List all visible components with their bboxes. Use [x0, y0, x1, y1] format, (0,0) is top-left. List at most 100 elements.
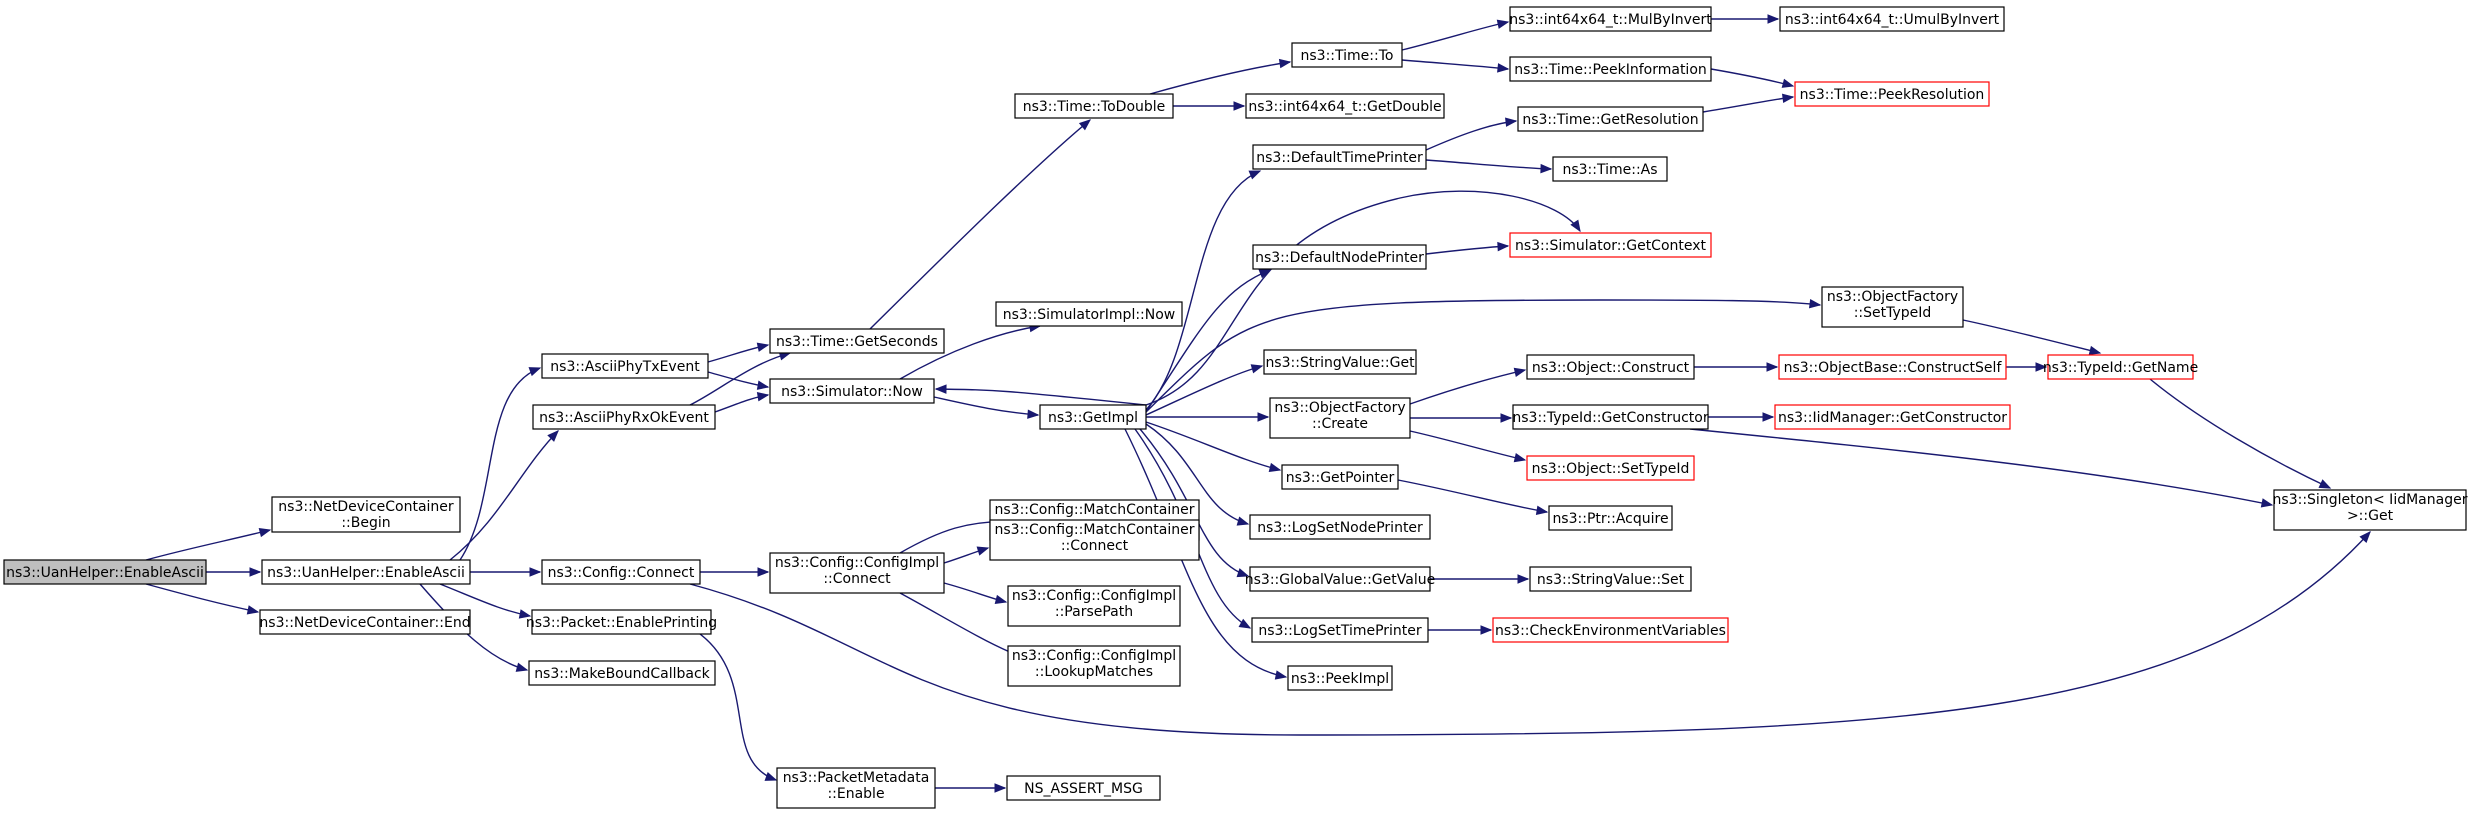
node-box	[1509, 56, 1712, 82]
node-time-peek-information[interactable]: ns3::Time::PeekInformation	[1509, 56, 1712, 82]
edge-simulator_now-to-simimpl_now	[899, 325, 1041, 380]
node-label: ns3::StringValue::Get	[1265, 355, 1415, 371]
edge-objectfactory_create-to-object_construct	[1409, 369, 1526, 405]
node-box	[1249, 514, 1431, 540]
node-globalvalue-getvalue[interactable]: ns3::GlobalValue::GetValue	[1245, 566, 1435, 592]
node-get-impl[interactable]: ns3::GetImpl	[1039, 404, 1147, 430]
node-label: ::Begin	[341, 515, 390, 531]
arrowhead-get_pointer-to-ptr_acquire	[1535, 505, 1549, 515]
node-stringvalue-get[interactable]: ns3::StringValue::Get	[1263, 349, 1417, 375]
node-label: ns3::Config::ConfigImpl	[775, 555, 939, 571]
arrowhead-globalvalue_getvalue-to-stringvalue_set	[1517, 574, 1530, 584]
node-label: ns3::StringValue::Set	[1537, 572, 1685, 588]
arrowhead-ascii_tx-to-time_get_seconds	[756, 342, 770, 352]
node-time-get-seconds[interactable]: ns3::Time::GetSeconds	[769, 328, 945, 354]
node-label: ns3::MakeBoundCallback	[534, 666, 710, 682]
arrowhead-log_set_time_printer-to-check_env_vars	[1480, 625, 1493, 635]
node-typeid-get-constructor[interactable]: ns3::TypeId::GetConstructor	[1512, 404, 1709, 430]
node-matchcontainer-connect[interactable]: ns3::Config::MatchContainer::Connect	[989, 519, 1200, 561]
node-packet-enable-printing[interactable]: ns3::Packet::EnablePrinting	[526, 609, 717, 635]
node-uan-enable-ascii[interactable]: ns3::UanHelper::EnableAscii	[261, 559, 471, 585]
node-int64-mulbyinvert[interactable]: ns3::int64x64_t::MulByInvert	[1509, 6, 1712, 32]
node-objectbase-constructself[interactable]: ns3::ObjectBase::ConstructSelf	[1778, 354, 2007, 380]
node-box	[989, 519, 1200, 561]
node-get-pointer[interactable]: ns3::GetPointer	[1281, 464, 1399, 490]
node-peek-impl[interactable]: ns3::PeekImpl	[1287, 665, 1393, 691]
node-box	[1512, 404, 1709, 430]
node-configimpl-lookupmatches[interactable]: ns3::Config::ConfigImpl::LookupMatches	[1007, 645, 1181, 687]
edge-get_impl-to-simulator_now	[1145, 190, 1581, 406]
node-label: ns3::Config::Connect	[548, 565, 695, 581]
node-simulator-now[interactable]: ns3::Simulator::Now	[769, 378, 935, 404]
node-box	[776, 767, 936, 809]
edge-time_to_double-to-time_to	[1149, 61, 1291, 95]
node-box	[1014, 93, 1174, 119]
node-simimpl-now[interactable]: ns3::SimulatorImpl::Now	[995, 301, 1183, 327]
node-label: ns3::Packet::EnablePrinting	[526, 615, 717, 631]
node-log-set-node-printer[interactable]: ns3::LogSetNodePrinter	[1249, 514, 1431, 540]
node-objectfactory-settypeid[interactable]: ns3::ObjectFactory::SetTypeId	[1821, 286, 1964, 328]
node-box	[1007, 645, 1181, 687]
node-label: ns3::Object::Construct	[1532, 360, 1690, 376]
node-configimpl-connect[interactable]: ns3::Config::ConfigImpl::Connect	[769, 552, 945, 594]
node-box	[1006, 775, 1161, 801]
node-box	[1269, 397, 1411, 439]
node-time-to[interactable]: ns3::Time::To	[1291, 42, 1403, 68]
node-box	[1252, 144, 1427, 170]
node-time-as[interactable]: ns3::Time::As	[1552, 156, 1668, 182]
node-box	[261, 559, 471, 585]
edge-ascii_rx-to-time_get_seconds	[689, 352, 791, 406]
node-enable-ascii-root[interactable]: ns3::UanHelper::EnableAscii	[3, 559, 207, 585]
node-ndc-end[interactable]: ns3::NetDeviceContainer::End	[259, 609, 471, 635]
node-objectfactory-create[interactable]: ns3::ObjectFactory::Create	[1269, 397, 1411, 439]
node-box	[1774, 404, 2011, 430]
node-box	[1779, 6, 2005, 32]
node-box	[531, 609, 712, 635]
node-time-peek-resolution[interactable]: ns3::Time::PeekResolution	[1794, 81, 1990, 107]
node-label: ns3::UanHelper::EnableAscii	[267, 565, 465, 581]
edge-config_connect-to-singleton_get	[689, 531, 2371, 736]
node-stringvalue-set[interactable]: ns3::StringValue::Set	[1529, 566, 1692, 592]
node-object-construct[interactable]: ns3::Object::Construct	[1526, 354, 1695, 380]
arrowhead-objectfactory_settypeid-to-typeid_getname	[2088, 345, 2102, 356]
arrowhead-objectfactory_create-to-typeid_get_constructor	[1500, 413, 1513, 423]
node-make-bound-callback[interactable]: ns3::MakeBoundCallback	[528, 660, 716, 686]
node-label: ns3::PeekImpl	[1291, 671, 1389, 687]
node-int64-umulbyinvert[interactable]: ns3::int64x64_t::UmulByInvert	[1779, 6, 2005, 32]
edge-default_time_printer-to-time_as	[1425, 159, 1552, 170]
node-ns-assert-msg[interactable]: NS_ASSERT_MSG	[1006, 775, 1161, 801]
node-config-connect[interactable]: ns3::Config::Connect	[541, 559, 701, 585]
arrowhead-enable_ascii_root-to-ndc_begin	[258, 527, 272, 538]
node-ascii-rx[interactable]: ns3::AsciiPhyRxOkEvent	[532, 404, 716, 430]
node-default-time-printer[interactable]: ns3::DefaultTimePrinter	[1252, 144, 1427, 170]
node-object-set-typeid[interactable]: ns3::Object::SetTypeId	[1526, 455, 1695, 481]
node-box	[1529, 566, 1692, 592]
node-ascii-tx[interactable]: ns3::AsciiPhyTxEvent	[541, 353, 709, 379]
arrowhead-typeid_get_constructor-to-singleton_get	[2260, 498, 2274, 508]
node-box	[1291, 42, 1403, 68]
arrowhead-default_time_printer-to-time_get_resolution	[1505, 117, 1518, 127]
arrowhead-config_connect-to-configimpl_connect	[757, 567, 770, 577]
node-ptr-acquire[interactable]: ns3::Ptr::Acquire	[1548, 505, 1673, 531]
node-iidmanager-getconstructor[interactable]: ns3::IidManager::GetConstructor	[1774, 404, 2011, 430]
arrowhead-uan_enable_ascii-to-ascii_tx	[528, 367, 542, 377]
node-box	[1552, 156, 1668, 182]
node-int64-getdouble[interactable]: ns3::int64x64_t::GetDouble	[1245, 93, 1445, 119]
node-log-set-time-printer[interactable]: ns3::LogSetTimePrinter	[1251, 617, 1429, 643]
arrowhead-ascii_tx-to-simulator_now	[756, 380, 770, 390]
node-time-to-double[interactable]: ns3::Time::ToDouble	[1014, 93, 1174, 119]
node-label: ns3::TypeId::GetConstructor	[1512, 410, 1708, 426]
node-packet-metadata-enable[interactable]: ns3::PacketMetadata::Enable	[776, 767, 936, 809]
node-default-node-printer[interactable]: ns3::DefaultNodePrinter	[1252, 244, 1427, 270]
node-simulator-get-context[interactable]: ns3::Simulator::GetContext	[1509, 232, 1712, 258]
node-label: ns3::LogSetTimePrinter	[1258, 623, 1422, 639]
node-check-env-vars[interactable]: ns3::CheckEnvironmentVariables	[1492, 617, 1729, 643]
node-time-get-resolution[interactable]: ns3::Time::GetResolution	[1517, 106, 1704, 132]
node-ndc-begin[interactable]: ns3::NetDeviceContainer::Begin	[271, 496, 461, 533]
node-configimpl-parsepath[interactable]: ns3::Config::ConfigImpl::ParsePath	[1007, 585, 1181, 627]
arrowhead-default_node_printer-to-simulator_get_context	[1497, 241, 1510, 252]
node-typeid-getname[interactable]: ns3::TypeId::GetName	[2043, 354, 2198, 380]
node-label: ns3::Config::MatchContainer	[995, 502, 1195, 518]
call-nodes: ns3::UanHelper::EnableAsciins3::NetDevic…	[3, 6, 2468, 809]
node-singleton-get[interactable]: ns3::Singleton< IidManager >::Get	[2273, 489, 2468, 531]
